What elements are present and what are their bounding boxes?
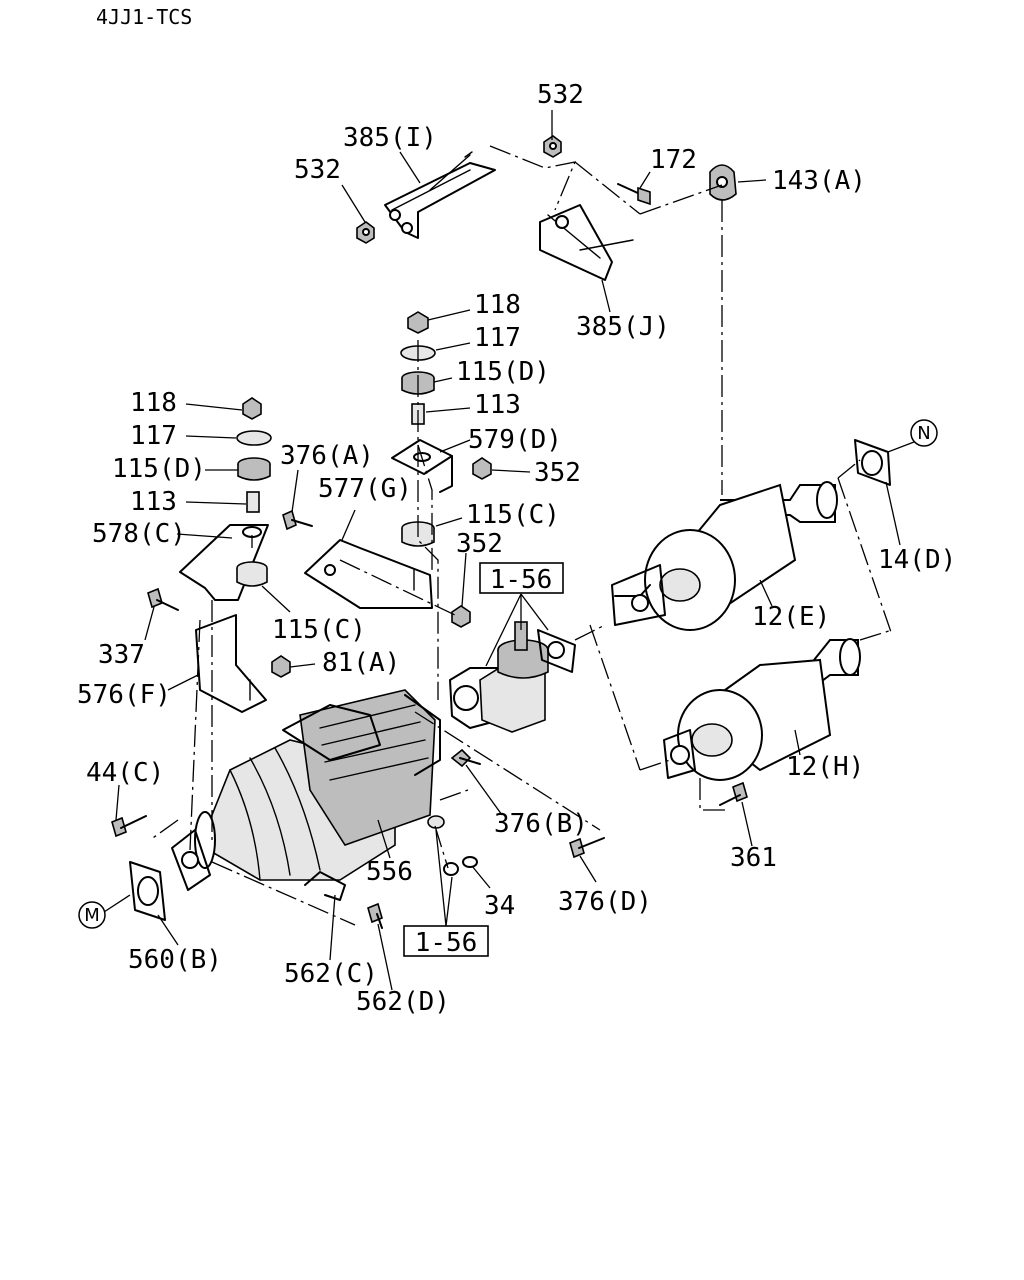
bolt-376-a [282,509,313,531]
gasket-560-b [129,861,166,921]
callout-81-a: 81(A) [322,648,400,678]
bolt-337 [147,587,179,611]
bolt-361 [719,781,748,806]
connector-m-label: M [84,905,100,926]
callout-12-h: 12(H) [786,752,864,782]
bracket-578-c [179,524,269,601]
callout-118-center: 118 [474,290,521,320]
connector-n-label: N [917,423,930,444]
callout-385-i: 385(I) [343,123,437,153]
bracket-577-g [304,539,433,609]
callout-115-c-center: 115(C) [466,500,560,530]
bolt-376-b [450,748,481,768]
nut-118-left [242,397,262,420]
callout-579-d: 579(D) [468,425,562,455]
callout-115-d-center: 115(D) [456,357,550,387]
flange-inlet [171,829,211,891]
catalyst-12-h [663,638,861,781]
valve-assembly [449,621,576,733]
connector-m: M [78,901,106,929]
callout-115-d-left: 115(D) [112,454,206,484]
ref-box-bottom: 1-56 [403,925,489,958]
callout-34: 34 [484,891,515,921]
callout-532-left: 532 [294,155,341,185]
callout-376-b: 376(B) [494,809,588,839]
callout-118-left: 118 [130,388,177,418]
washer-117-left [236,430,272,446]
callout-337: 337 [98,640,145,670]
callout-172: 172 [650,145,697,175]
callout-577-g: 577(G) [318,474,412,504]
callout-115-c-left: 115(C) [272,615,366,645]
callout-352-top: 352 [534,458,581,488]
insulator-115-d-left [237,457,271,481]
callout-12-e: 12(E) [752,602,830,632]
bolt-172 [617,183,651,206]
dpf-assembly-556 [194,689,441,881]
nut-118-center [407,311,429,334]
ref-box-top: 1-56 [479,562,564,595]
nut-532-left [356,221,375,244]
callout-385-j: 385(J) [576,312,670,342]
washer-34 [462,856,478,868]
callout-117-left: 117 [130,421,177,451]
callout-352-bottom: 352 [456,529,503,559]
callout-578-c: 578(C) [92,519,186,549]
bolt-562-d [367,902,383,929]
callout-576-f: 576(F) [77,680,171,710]
nut-352-top [472,457,492,480]
callout-361: 361 [730,843,777,873]
callout-113-center: 113 [474,390,521,420]
callout-556: 556 [366,857,413,887]
nut-352-bottom [451,605,471,628]
ref-bottom-label: 1-56 [415,928,478,958]
callout-14-d: 14(D) [878,545,956,575]
callout-117-center: 117 [474,323,521,353]
assembly-lines [149,145,893,926]
callout-562-d: 562(D) [356,987,450,1017]
nut-lower [443,862,459,876]
callout-113-left: 113 [130,487,177,517]
bracket-385-j [539,204,634,281]
catalyst-12-e [611,481,838,631]
nut-532-top [543,135,562,158]
leader-lines [103,110,915,991]
ref-top-label: 1-56 [490,565,553,595]
collar-113-left [246,491,260,513]
callout-143-a: 143(A) [772,166,866,196]
hanger-143-a [709,164,737,201]
bolt-44-c [111,815,147,838]
callout-562-c: 562(C) [284,959,378,989]
callout-532-top: 532 [537,80,584,110]
callout-376-d: 376(D) [558,887,652,917]
gasket-14-d [854,439,891,486]
callout-560-b: 560(B) [128,945,222,975]
callout-44-c: 44(C) [86,758,164,788]
callout-labels: 532 385(I) 532 172 143(A) 385(J) 118 117… [77,80,956,1017]
bracket-385-i [384,151,496,239]
insulator-115-c-left [236,561,268,587]
model-code: 4JJ1-TCS [96,5,192,29]
bracket-576-f [195,614,267,713]
collar-lower [427,815,445,829]
connector-n: N [910,419,938,447]
nut-81-a [271,655,291,678]
callout-376-a: 376(A) [280,441,374,471]
bolt-376-d [569,837,605,859]
